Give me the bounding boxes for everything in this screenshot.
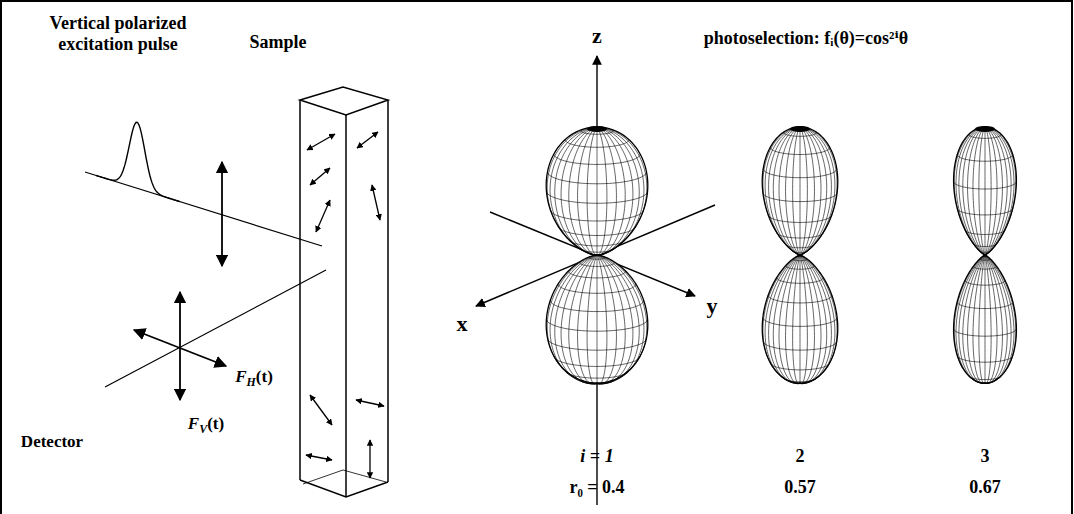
anisotropy-value: 0.57 — [784, 477, 816, 498]
label-text: r₀ = 0.4 — [569, 477, 624, 497]
excitation-pulse — [96, 122, 180, 201]
photoselection-surface — [546, 126, 648, 384]
label-text: y — [707, 293, 718, 318]
emission-beam — [105, 270, 326, 387]
label-text: 2 — [796, 446, 805, 466]
formula-label: photoselection: fᵢ(θ)=cos²ⁱθ — [704, 28, 908, 49]
label-text: F — [235, 367, 246, 386]
vertical-detector-arrow — [179, 292, 181, 400]
anisotropy-value: r₀ = 0.4 — [569, 477, 624, 498]
sample-cuvette — [300, 87, 388, 497]
excitation-beam — [85, 172, 322, 246]
signal-label: FH(t) — [235, 367, 273, 390]
label-text: z — [592, 23, 602, 48]
title-label: Vertical polarized excitation pulse — [11, 13, 226, 54]
label-text: photoselection: fᵢ(θ)=cos²ⁱθ — [704, 28, 908, 48]
photoselection-surface — [762, 126, 838, 384]
anisotropy-value: 0.67 — [969, 477, 1001, 498]
photoselection-surface — [954, 126, 1017, 384]
axis-label: x — [457, 311, 468, 336]
label-text: 0.67 — [969, 477, 1001, 497]
label-text: Sample — [249, 32, 306, 52]
index-label: 2 — [796, 446, 805, 467]
sample-label: Sample — [249, 32, 306, 53]
index-label: 3 — [981, 446, 990, 467]
label-text: x — [457, 311, 468, 336]
axis-label: y — [707, 293, 718, 318]
label-text: H — [247, 375, 256, 389]
label-text: V — [199, 422, 207, 436]
label-text: Detector — [21, 432, 83, 451]
label-text: 3 — [981, 446, 990, 466]
label-text: i = 1 — [580, 446, 613, 466]
label-text: (t) — [207, 414, 224, 433]
signal-label: FV(t) — [188, 414, 224, 437]
detector-label: Detector — [21, 432, 83, 452]
label-text: 0.57 — [784, 477, 816, 497]
axis-label: z — [592, 23, 602, 48]
label-text: F — [188, 414, 199, 433]
horizontal-detector-arrow — [134, 330, 226, 366]
vertical-polarization-arrow — [221, 162, 223, 266]
index-label: i = 1 — [580, 446, 613, 467]
label-text: Vertical polarized excitation pulse — [50, 13, 187, 54]
label-text: (t) — [256, 367, 273, 386]
